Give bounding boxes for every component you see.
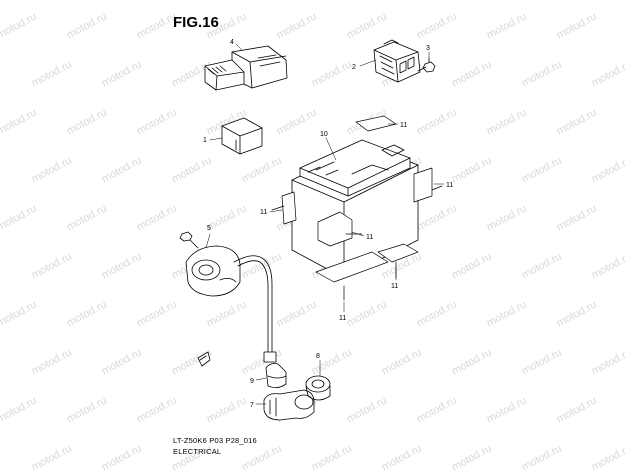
direction-marker — [197, 351, 211, 367]
figure-code: LT-Z50K6 P03 P28_016 — [173, 436, 257, 445]
part-relay — [221, 117, 263, 155]
part-bolt-3 — [417, 57, 436, 73]
part-coil — [185, 245, 277, 363]
part-boot-9 — [265, 363, 287, 388]
callout-4: 4 — [230, 39, 234, 46]
part-pads — [271, 115, 443, 301]
callout-7: 7 — [250, 402, 254, 409]
part-battery — [291, 139, 419, 279]
callout-11-e: 11 — [391, 283, 398, 290]
callout-5: 5 — [207, 225, 211, 232]
part-cdi-unit — [204, 45, 288, 91]
callout-2: 2 — [352, 64, 356, 71]
callout-10: 10 — [320, 131, 328, 138]
part-regulator — [373, 39, 421, 83]
callout-1: 1 — [203, 137, 207, 144]
part-bolt-coil — [179, 231, 199, 249]
callout-11-b: 11 — [446, 182, 453, 189]
callout-9: 9 — [250, 378, 254, 385]
callout-11-d: 11 — [366, 234, 373, 241]
callout-11-f: 11 — [339, 315, 346, 322]
callout-11-c: 11 — [260, 209, 267, 216]
figure-title: FIG.16 — [173, 14, 219, 31]
callout-11-a: 11 — [400, 122, 407, 129]
callout-8: 8 — [316, 353, 320, 360]
callout-3: 3 — [426, 45, 430, 52]
part-seal-8 — [305, 375, 331, 401]
part-plug-cap-7 — [263, 389, 315, 421]
section-label: ELECTRICAL — [173, 447, 222, 456]
